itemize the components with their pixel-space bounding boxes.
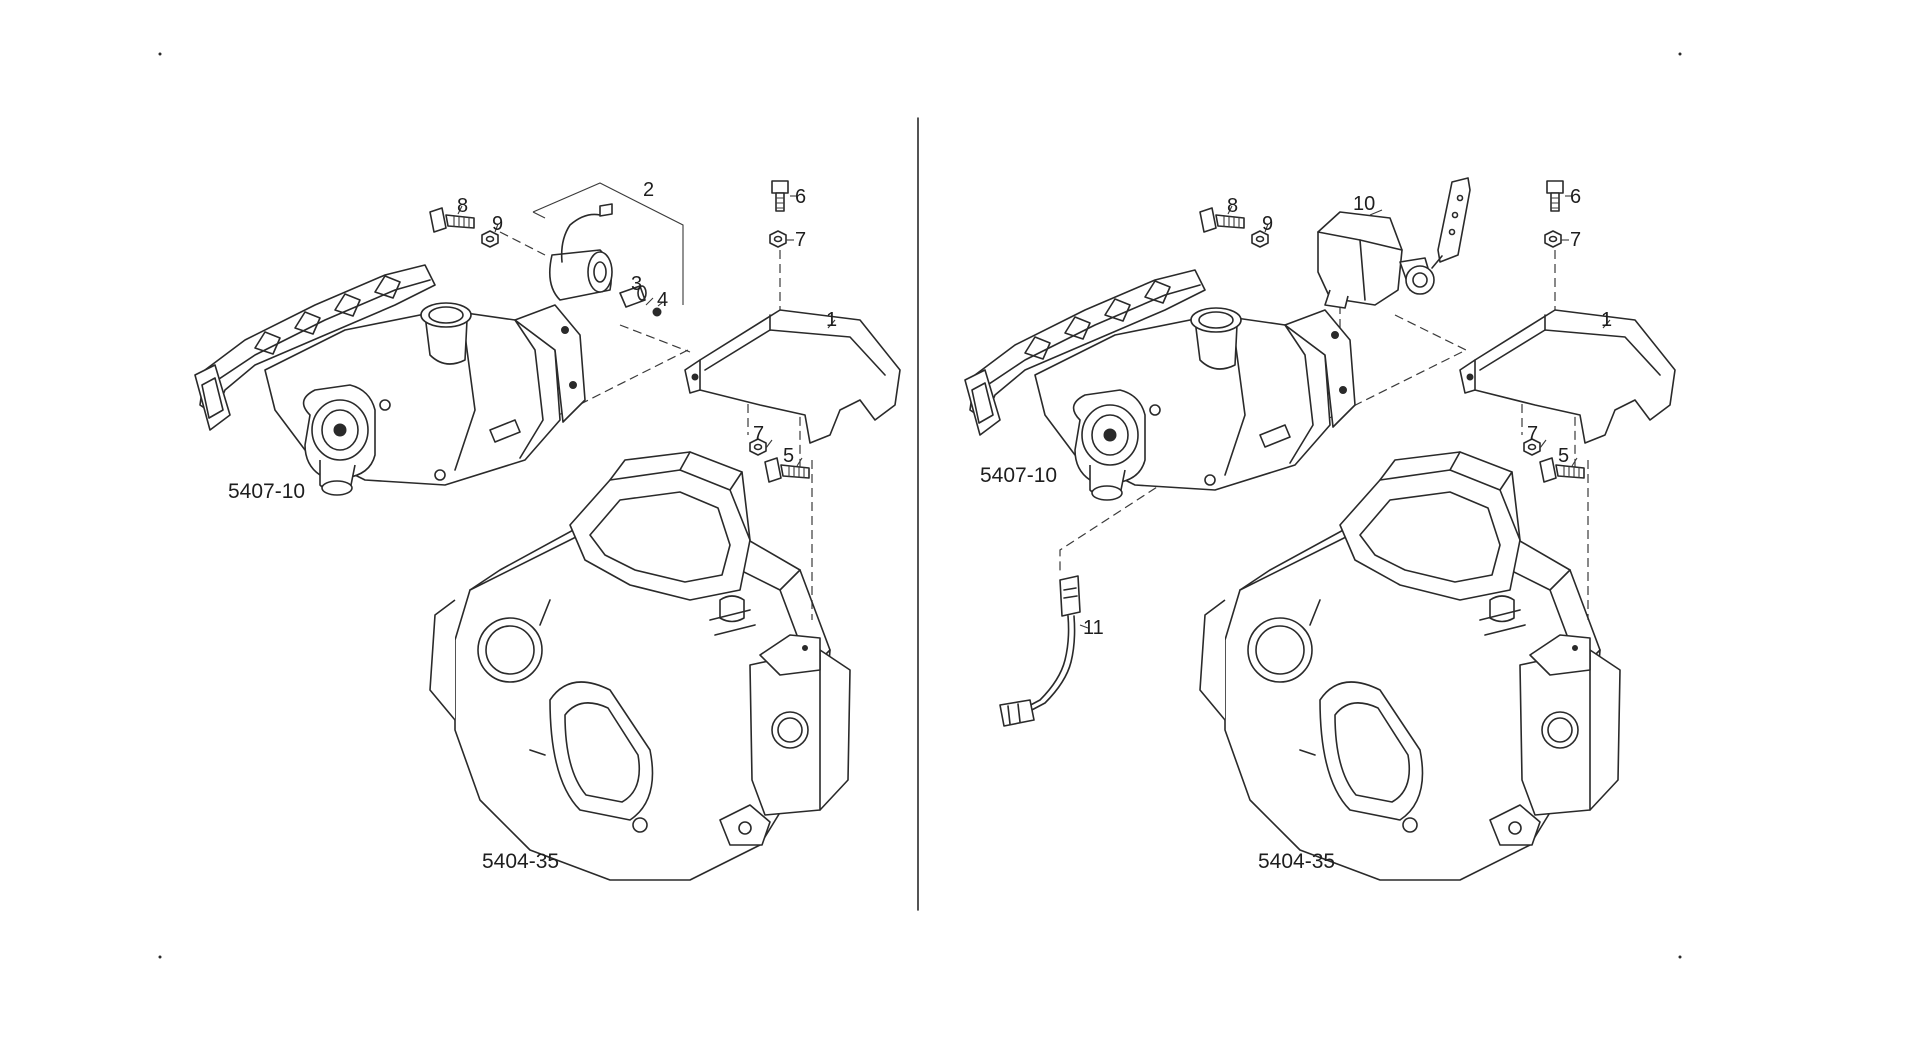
callout-8: 8 <box>1227 195 1238 217</box>
flywheel-housing <box>1199 451 1621 881</box>
callout-11: 11 <box>1083 617 1104 639</box>
callout-6: 6 <box>1570 186 1581 208</box>
ref-housing: 5404-35 <box>482 850 559 873</box>
callout-8: 8 <box>457 195 468 217</box>
callout-10: 10 <box>1353 193 1375 215</box>
motor-part-2 <box>549 203 613 301</box>
harness-part-11 <box>999 575 1081 727</box>
pin-part-4 <box>652 307 662 317</box>
washer-part-7-top <box>1544 230 1562 248</box>
washer-part-7-top <box>769 230 787 248</box>
flywheel-housing <box>429 451 851 881</box>
callout-3: 3 <box>631 273 642 295</box>
ref-housing: 5404-35 <box>1258 850 1335 873</box>
registration-marks <box>158 52 1682 959</box>
callout-6: 6 <box>795 186 806 208</box>
bracket-part-1 <box>684 309 901 444</box>
callout-2: 2 <box>643 179 654 201</box>
right-view: 1 5 6 7 7 8 9 10 11 5407-10 5404-35 <box>964 177 1676 881</box>
callout-7-top: 7 <box>1570 229 1581 251</box>
callout-4: 4 <box>657 289 668 311</box>
ref-manifold: 5407-10 <box>228 480 305 503</box>
left-view: 1 2 3 4 5 6 7 7 8 9 5407-10 5404-35 <box>194 179 901 881</box>
callout-1: 1 <box>826 309 837 331</box>
callout-5: 5 <box>783 445 794 467</box>
actuator-part-10 <box>1317 177 1471 309</box>
callout-7-top: 7 <box>795 229 806 251</box>
ref-manifold: 5407-10 <box>980 464 1057 487</box>
callout-9: 9 <box>1262 213 1273 235</box>
callout-7-bottom: 7 <box>753 423 764 445</box>
callout-1: 1 <box>1601 309 1612 331</box>
intake-manifold <box>194 264 586 496</box>
bolt-part-6 <box>1546 180 1564 212</box>
bracket-part-1 <box>1459 309 1676 444</box>
callout-5: 5 <box>1558 445 1569 467</box>
bolt-part-6 <box>771 180 789 212</box>
callout-9: 9 <box>492 213 503 235</box>
callout-7-bottom: 7 <box>1527 423 1538 445</box>
sleeve-part-3 <box>619 285 647 308</box>
